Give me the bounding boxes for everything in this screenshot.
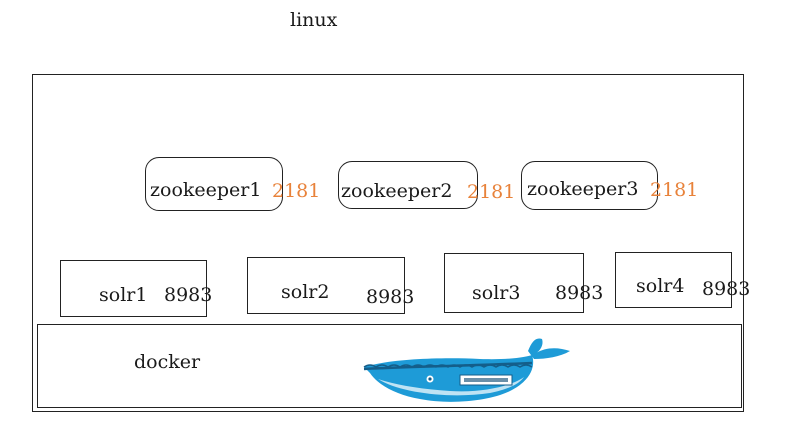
solr2-port: 8983 [366, 286, 415, 308]
zookeeper2-port: 2181 [467, 181, 516, 203]
zookeeper2-node [338, 161, 478, 209]
linux-host-box [32, 74, 744, 412]
solr4-node [615, 252, 732, 308]
zookeeper2-label: zookeeper2 [341, 180, 453, 202]
zookeeper1-label: zookeeper1 [150, 179, 262, 201]
solr3-node [444, 253, 584, 313]
solr3-label: solr3 [472, 282, 521, 304]
diagram-title: linux [290, 9, 338, 31]
zookeeper3-node [521, 161, 658, 210]
zookeeper1-port: 2181 [272, 180, 321, 202]
zookeeper1-node [145, 157, 283, 211]
solr2-node [247, 257, 405, 314]
zookeeper3-label: zookeeper3 [527, 178, 639, 200]
solr3-port: 8983 [555, 282, 604, 304]
solr4-label: solr4 [636, 275, 685, 297]
solr1-port: 8983 [164, 284, 213, 306]
solr4-port: 8983 [702, 278, 751, 300]
solr1-node [60, 260, 207, 317]
docker-whale-icon [363, 338, 570, 402]
solr1-label: solr1 [99, 284, 148, 306]
docker-box [37, 324, 742, 408]
docker-label: docker [134, 351, 201, 373]
solr2-label: solr2 [281, 281, 330, 303]
zookeeper3-port: 2181 [650, 179, 699, 201]
